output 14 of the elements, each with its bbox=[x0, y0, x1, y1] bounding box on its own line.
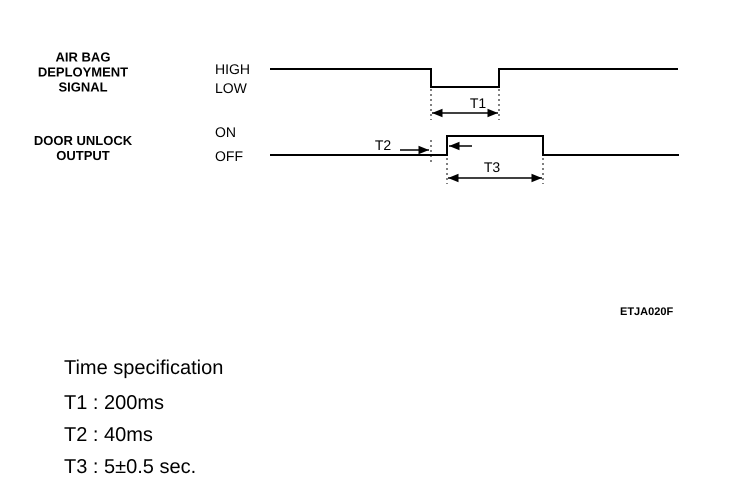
spec-text: T3 : 5±0.5 sec. bbox=[64, 455, 196, 479]
signal-name: AIR BAG DEPLOYMENT SIGNAL bbox=[36, 50, 130, 94]
level-label: HIGH bbox=[215, 61, 250, 77]
timing-label: T1 bbox=[470, 95, 486, 111]
level-label: ON bbox=[215, 124, 236, 140]
level-label: LOW bbox=[215, 80, 247, 96]
timing-label: T3 bbox=[484, 159, 500, 175]
spec-text: T1 : 200ms bbox=[64, 391, 164, 415]
signal-name: DOOR UNLOCK OUTPUT bbox=[32, 133, 134, 163]
timing-label: T2 bbox=[374, 137, 392, 153]
level-label: OFF bbox=[215, 148, 243, 164]
spec-text: T2 : 40ms bbox=[64, 423, 153, 447]
figure-code: ETJA020F bbox=[620, 306, 674, 318]
spec-text: Time specification bbox=[64, 356, 224, 380]
